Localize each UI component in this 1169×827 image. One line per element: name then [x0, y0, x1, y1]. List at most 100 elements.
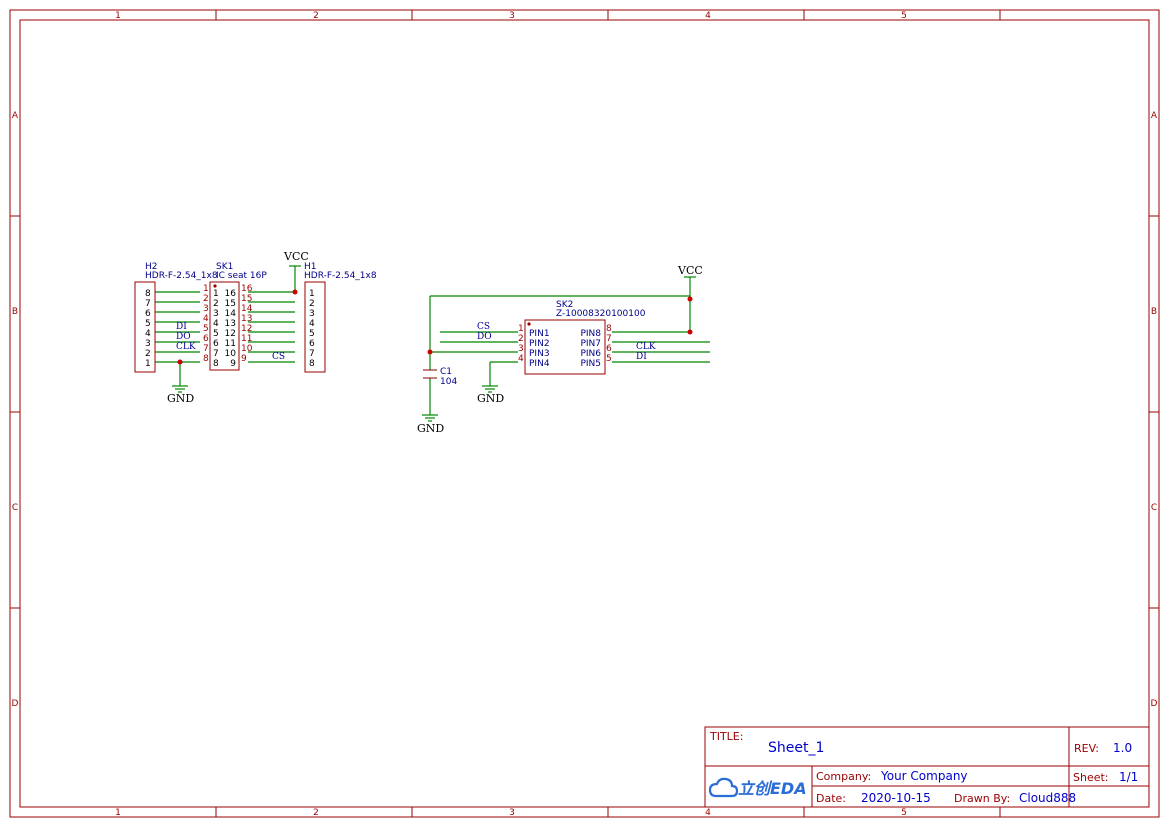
junction — [687, 329, 693, 335]
h1-pin-label: 6 — [309, 339, 315, 349]
h2-header[interactable]: H2 HDR-F-2.54_1x8 8 7 6 5 4 3 2 1 — [134, 262, 218, 373]
sk1-pin-number: 11 — [241, 334, 252, 344]
c1-capacitor[interactable]: C1 104 — [423, 367, 457, 387]
sk1-pin-name: 16 — [225, 289, 237, 299]
sk1-pin-name: 6 — [213, 339, 219, 349]
sk2-pin-number: 7 — [606, 334, 612, 344]
sk1-pin-name: 10 — [225, 349, 237, 359]
net-label-di: DI — [636, 352, 647, 362]
sk2-pin-number: 6 — [606, 344, 612, 354]
zone-row-a-right: A — [1151, 111, 1158, 121]
sk1-pin-name: 12 — [225, 329, 236, 339]
sk1-pin-name: 7 — [213, 349, 219, 359]
sk1-designator: SK1 — [216, 262, 233, 272]
h2-designator: H2 — [145, 262, 158, 272]
zone-row-d-right: D — [1151, 699, 1158, 709]
junction — [427, 349, 433, 355]
sheet-value: 1/1 — [1119, 770, 1138, 784]
junction — [177, 359, 183, 365]
sk2-pin-number: 2 — [518, 334, 524, 344]
sk2-pin-number: 5 — [606, 354, 612, 364]
zone-col-5-bottom: 5 — [901, 808, 907, 818]
sk2-socket[interactable]: SK2 Z-10008320100100 1 2 3 4 PIN1 PIN2 P… — [518, 300, 646, 375]
zone-col-1-bottom: 1 — [115, 808, 121, 818]
vcc-symbol: VCC — [677, 264, 703, 278]
net-label-di: DI — [176, 322, 187, 332]
zone-row-c-right: C — [1151, 503, 1157, 513]
sk1-pin-number: 6 — [203, 334, 209, 344]
h1-header[interactable]: H1 HDR-F-2.54_1x8 1 2 3 4 5 6 7 8 — [304, 262, 377, 373]
h1-value: HDR-F-2.54_1x8 — [304, 271, 377, 281]
c1-designator: C1 — [440, 367, 452, 377]
vcc-label: VCC — [283, 250, 309, 263]
zone-col-4-bottom: 4 — [705, 808, 711, 818]
sk1-pin-number: 13 — [241, 314, 252, 324]
wires-sk1-h1 — [248, 291, 295, 363]
sk2-pin-name: PIN7 — [580, 339, 601, 349]
h1-pin-label: 5 — [309, 329, 315, 339]
sheet-frame — [9, 9, 1160, 818]
zone-row-b-left: B — [12, 307, 18, 317]
gnd-symbol: GND — [477, 385, 504, 405]
net-label-do: DO — [176, 332, 191, 342]
vcc-symbol: VCC — [283, 250, 309, 267]
gnd-label: GND — [167, 392, 194, 405]
sk1-pin-number: 2 — [203, 294, 209, 304]
date-label: Date: — [816, 792, 846, 805]
h2-pin-label: 4 — [145, 329, 151, 339]
h1-pin-label: 3 — [309, 309, 315, 319]
sk1-value: IC seat 16P — [216, 271, 267, 281]
zone-col-2-bottom: 2 — [313, 808, 319, 818]
sk2-pin-name: PIN4 — [529, 359, 550, 369]
sk1-pin-name: 14 — [225, 309, 237, 319]
net-label-clk: CLK — [636, 342, 656, 352]
sk1-pin-number: 16 — [241, 284, 253, 294]
zone-col-4-top: 4 — [705, 11, 711, 21]
cloud-icon — [708, 777, 739, 798]
sk1-pin-number: 7 — [203, 344, 209, 354]
h2-pin-label: 6 — [145, 309, 151, 319]
sk1-pin-number: 5 — [203, 324, 209, 334]
gnd-label: GND — [477, 392, 504, 405]
zone-row-d-left: D — [12, 699, 19, 709]
junction — [687, 296, 693, 302]
sheet-label: Sheet: — [1073, 771, 1109, 784]
sk2-pin-name: PIN8 — [580, 329, 601, 339]
drawn-by-label: Drawn By: — [954, 792, 1010, 805]
zone-col-3-top: 3 — [509, 11, 515, 21]
sk1-pin-number: 15 — [241, 294, 252, 304]
c1-value: 104 — [440, 377, 457, 387]
sk1-pin-name: 15 — [225, 299, 236, 309]
net-label-cs: CS — [477, 322, 490, 332]
junction — [292, 289, 298, 295]
zone-col-3-bottom: 3 — [509, 808, 515, 818]
sk1-pin-name: 11 — [225, 339, 236, 349]
h1-pin-label: 7 — [309, 349, 315, 359]
wires-h2-sk1 — [155, 291, 200, 363]
h2-value: HDR-F-2.54_1x8 — [145, 271, 218, 281]
sk1-pin-number: 3 — [203, 304, 209, 314]
zone-col-5-top: 5 — [901, 11, 907, 21]
sk2-pin-name: PIN6 — [580, 349, 601, 359]
circuit-left: H2 HDR-F-2.54_1x8 8 7 6 5 4 3 2 1 SK1 IC… — [134, 250, 377, 405]
sk1-socket[interactable]: SK1 IC seat 16P 1 2 3 4 5 6 7 8 1 2 3 4 … — [203, 262, 267, 371]
circuit-right: SK2 Z-10008320100100 1 2 3 4 PIN1 PIN2 P… — [417, 264, 710, 435]
net-label-clk: CLK — [176, 342, 196, 352]
date-value: 2020-10-15 — [861, 791, 931, 805]
sk2-pin-number: 4 — [518, 354, 524, 364]
sk2-value: Z-10008320100100 — [556, 309, 646, 319]
h1-pin-label: 8 — [309, 359, 315, 369]
sk2-pin-number: 1 — [518, 324, 524, 334]
sk1-pin-number: 10 — [241, 344, 253, 354]
zone-row-c-left: C — [12, 503, 18, 513]
net-label-do: DO — [477, 332, 492, 342]
zone-labels: 1 2 3 4 5 1 2 3 4 5 A B C D A B C D — [12, 11, 1158, 818]
title-block: TITLE: Sheet_1 REV: 1.0 Company: Your Co… — [704, 726, 1150, 808]
zone-col-1-top: 1 — [115, 11, 121, 21]
h2-pin-label: 1 — [145, 359, 151, 369]
company-label: Company: — [816, 770, 871, 783]
vcc-label: VCC — [677, 264, 703, 277]
h2-pin-label: 8 — [145, 289, 151, 299]
company-value: Your Company — [880, 769, 968, 783]
